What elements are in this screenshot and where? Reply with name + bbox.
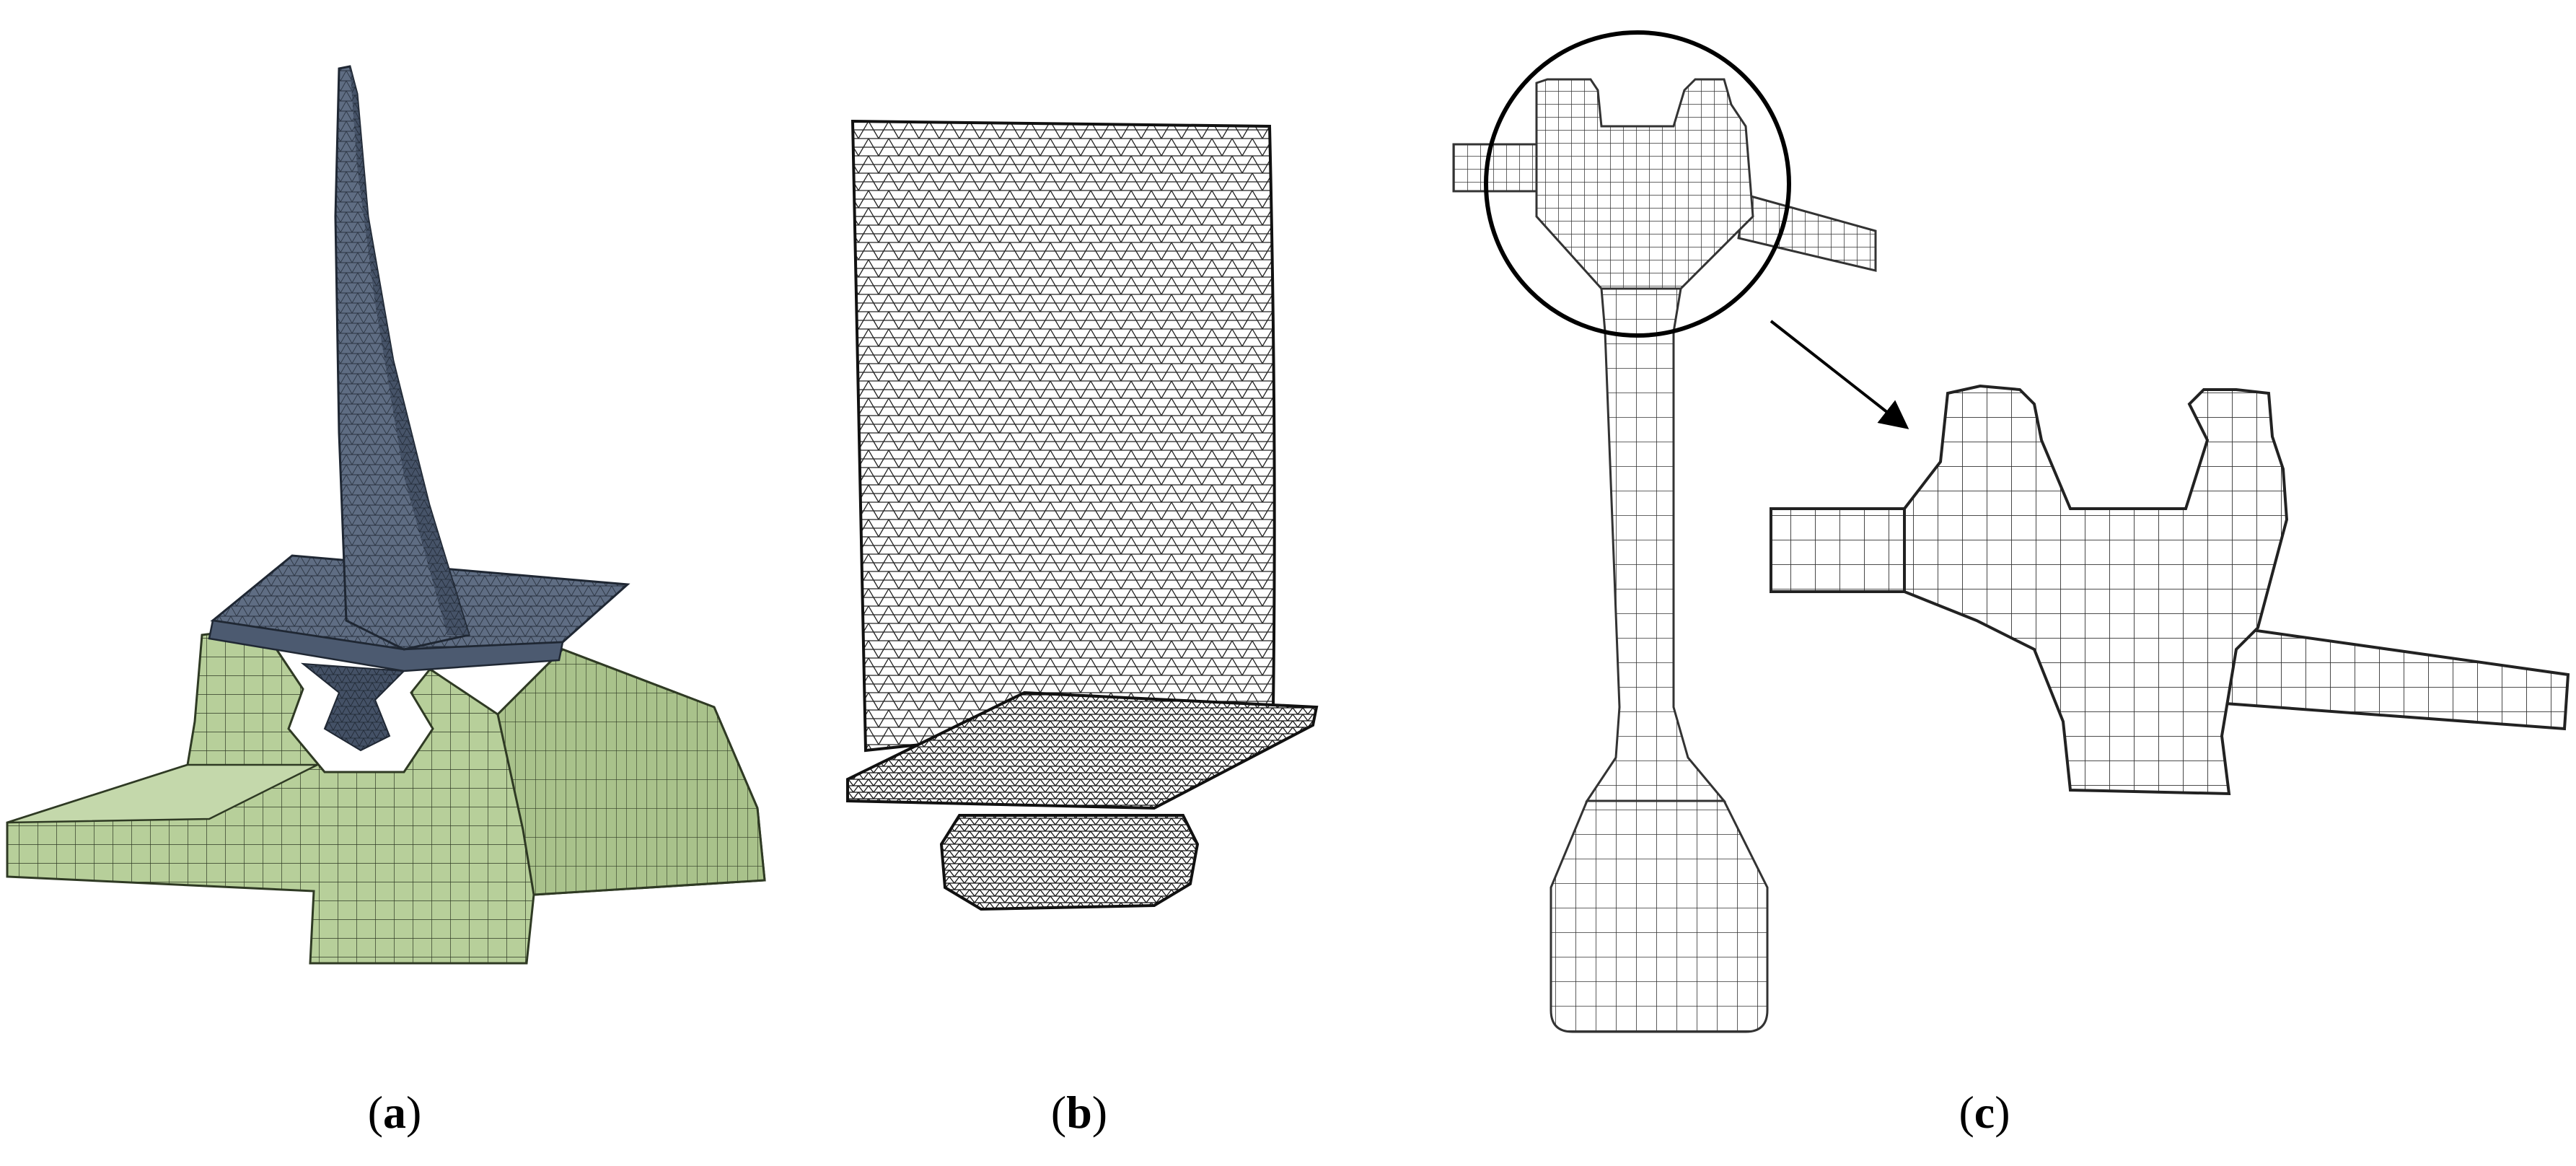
caption-c-letter: c xyxy=(1974,1087,1995,1138)
panel-a-model xyxy=(6,65,766,965)
section-rim-head xyxy=(1535,78,1754,290)
zoom-rim-head xyxy=(1903,384,2289,796)
zoom-left-flange xyxy=(1770,507,1906,593)
root-mesh xyxy=(939,814,1200,911)
section-bore xyxy=(1549,799,1769,1033)
zoom-right-arm xyxy=(2223,626,2570,731)
blade-airfoil xyxy=(334,65,470,651)
caption-a-letter: a xyxy=(383,1087,406,1138)
caption-c-close: ) xyxy=(1995,1087,2010,1138)
section-left-flange xyxy=(1452,143,1538,193)
caption-a-close: ) xyxy=(406,1087,422,1138)
zoom-circle xyxy=(1484,30,1791,338)
zoom-arrow xyxy=(1770,320,1909,429)
panel-b-model xyxy=(846,119,1319,911)
caption-c-open: ( xyxy=(1959,1087,1974,1138)
caption-b-open: ( xyxy=(1050,1087,1067,1138)
caption-a-open: ( xyxy=(367,1087,383,1138)
panel-c-model xyxy=(1452,30,2570,1033)
caption-b: (b) xyxy=(1007,1086,1151,1139)
zoom-detail xyxy=(1770,384,2570,796)
caption-a: (a) xyxy=(322,1086,467,1139)
platform-mesh xyxy=(846,691,1319,810)
caption-b-close: ) xyxy=(1091,1087,1108,1138)
caption-b-letter: b xyxy=(1066,1087,1092,1138)
blade-airfoil-mesh xyxy=(850,119,1276,753)
blade-root xyxy=(300,662,406,752)
section-right-arm xyxy=(1737,193,1877,272)
disk-side-face xyxy=(496,648,766,896)
caption-c: (c) xyxy=(1912,1086,2057,1139)
section-web xyxy=(1585,287,1727,802)
